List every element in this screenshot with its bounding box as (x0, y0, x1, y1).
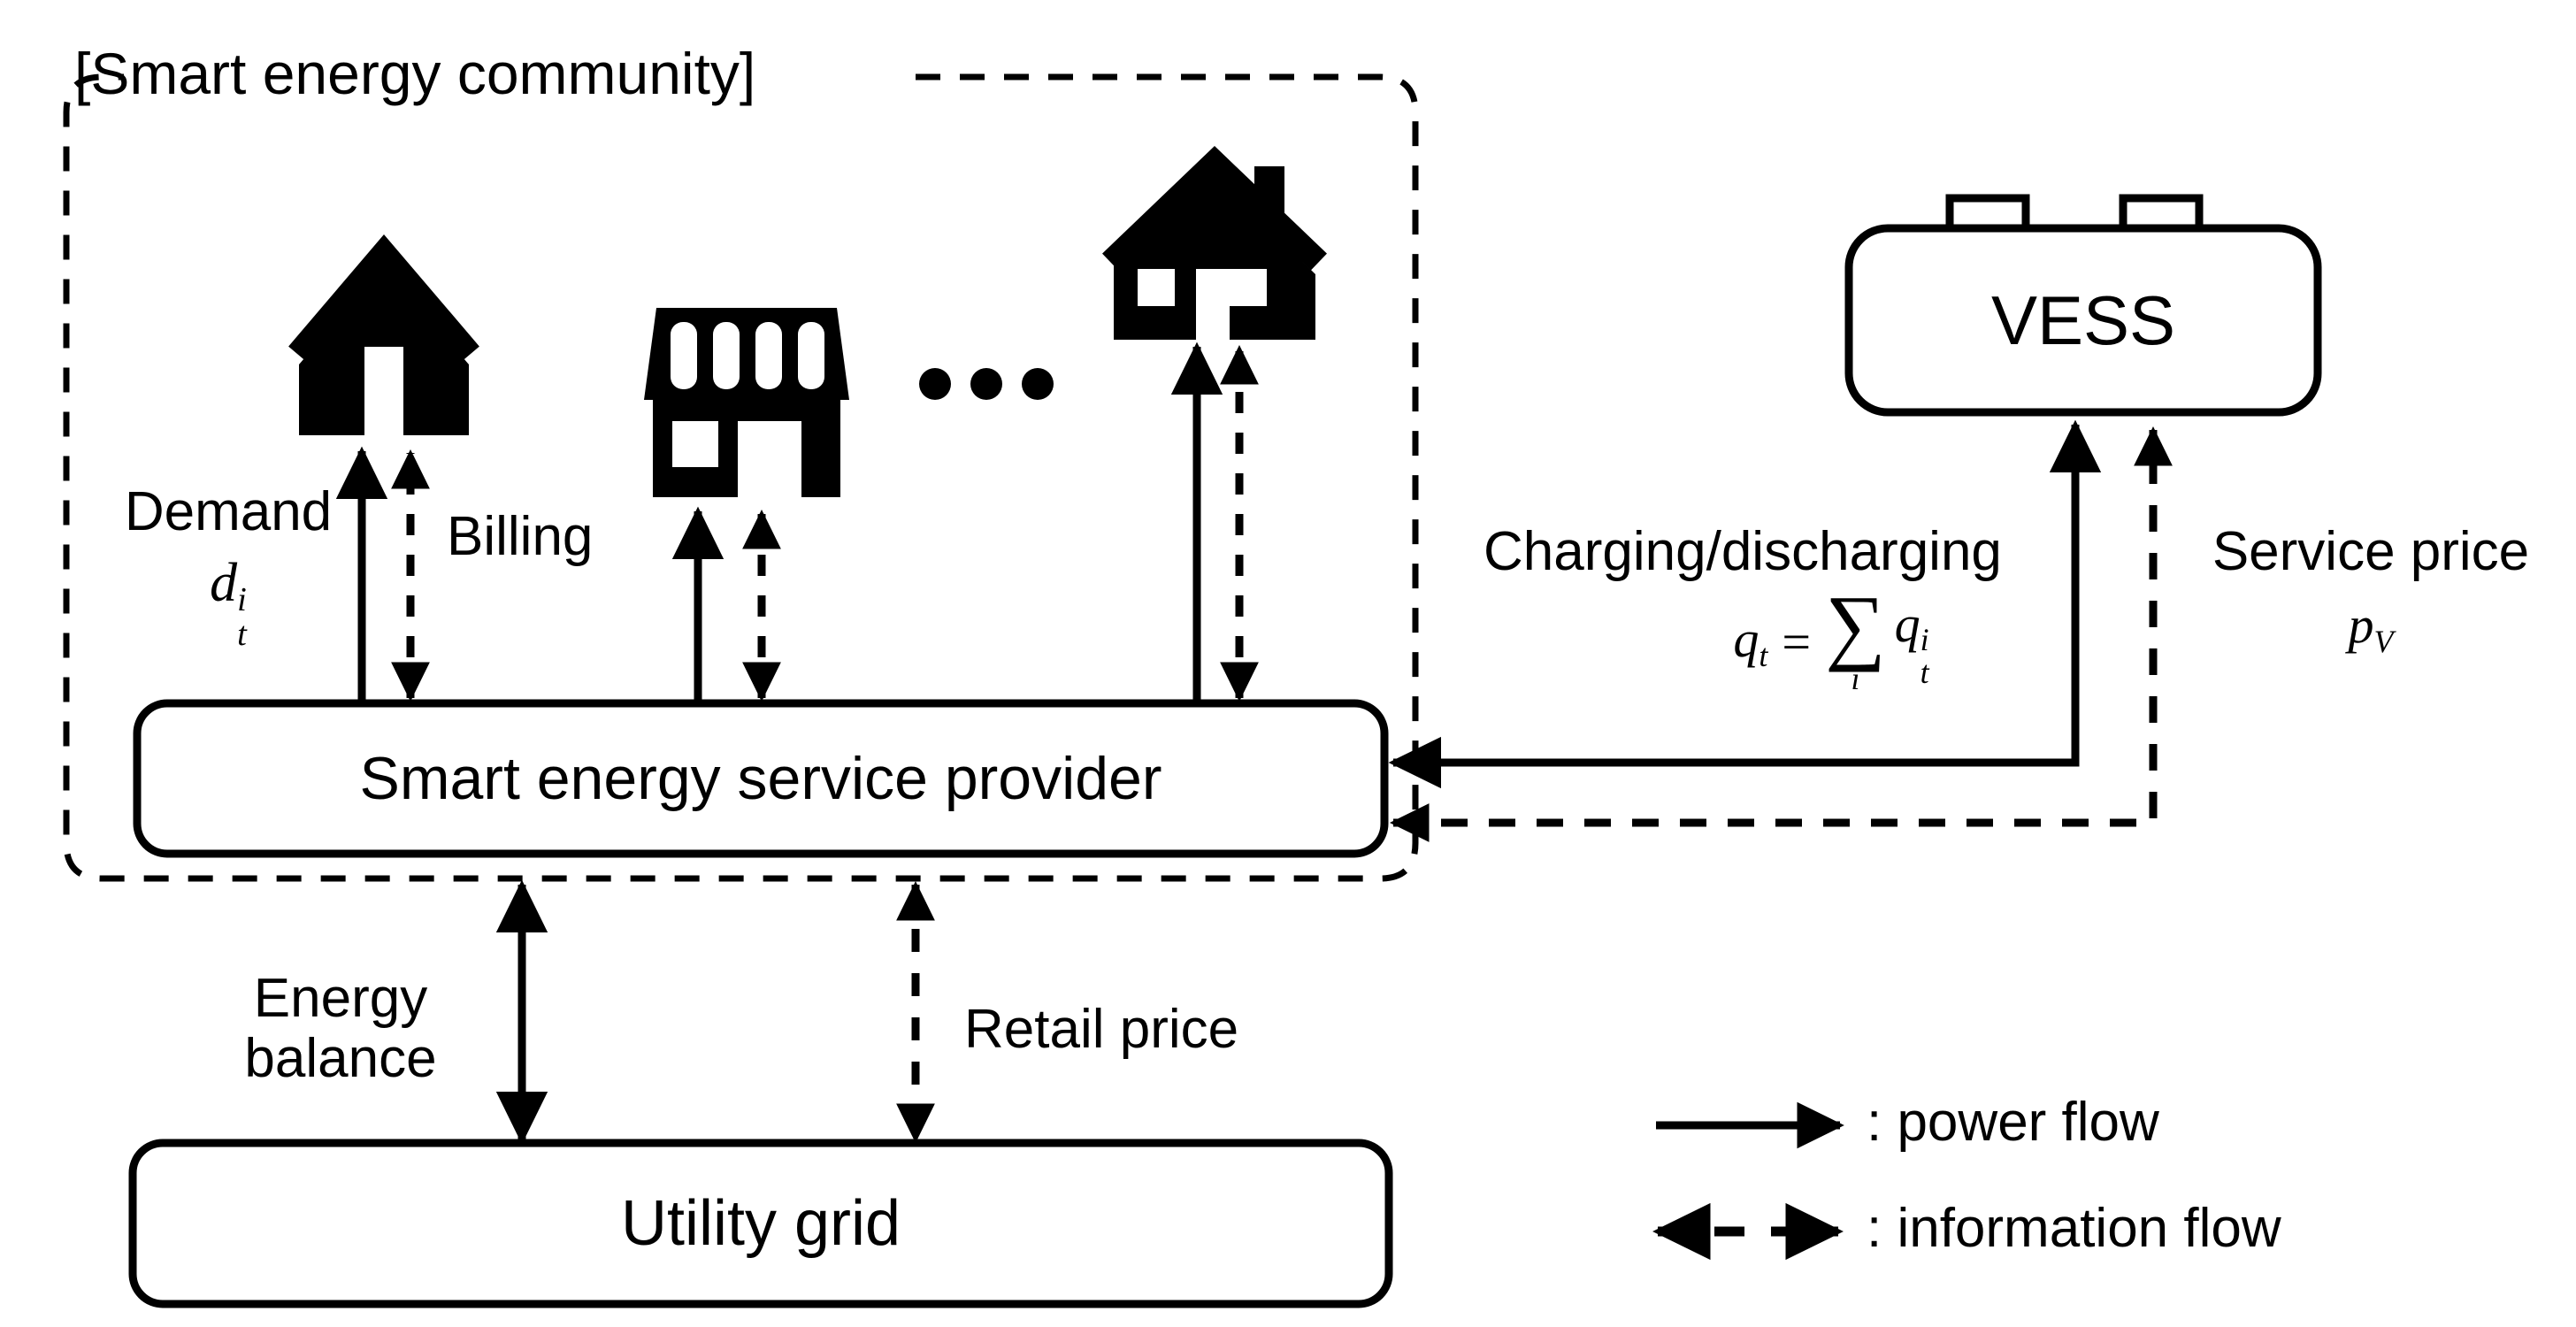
charging-discharging-label: Charging/discharging (1484, 521, 2002, 582)
vess-information-flow-arrow (1389, 426, 2173, 842)
house-icon (288, 234, 479, 435)
community-boundary (63, 73, 1419, 882)
service-price-symbol: pV (2348, 596, 2394, 659)
legend-power-flow-label: : power flow (1867, 1092, 2159, 1153)
retail-price-label: Retail price (964, 999, 1239, 1060)
house-chimney-icon (1102, 146, 1327, 345)
demand-label: Demand (124, 481, 333, 542)
provider-box[interactable] (133, 699, 1389, 858)
provider-box-label: Smart energy service provider (359, 745, 1162, 812)
utility-grid-box[interactable] (128, 1139, 1393, 1308)
energy-balance-label: Energy balance (244, 968, 437, 1090)
legend-information-flow-label: : information flow (1867, 1198, 2281, 1259)
community-title: [Smart energy community] (74, 41, 756, 106)
equals-sign: = (1782, 612, 1812, 671)
utility-grid-box-label: Utility grid (620, 1188, 901, 1259)
billing-label: Billing (447, 506, 594, 567)
service-price-label: Service price (2212, 521, 2530, 582)
ellipsis-icon (919, 368, 1054, 400)
vess-label: VESS (1990, 280, 2176, 359)
vess-battery[interactable] (1844, 194, 2322, 417)
summation-icon: ∑ i (1825, 578, 1886, 697)
store-icon (644, 308, 849, 497)
